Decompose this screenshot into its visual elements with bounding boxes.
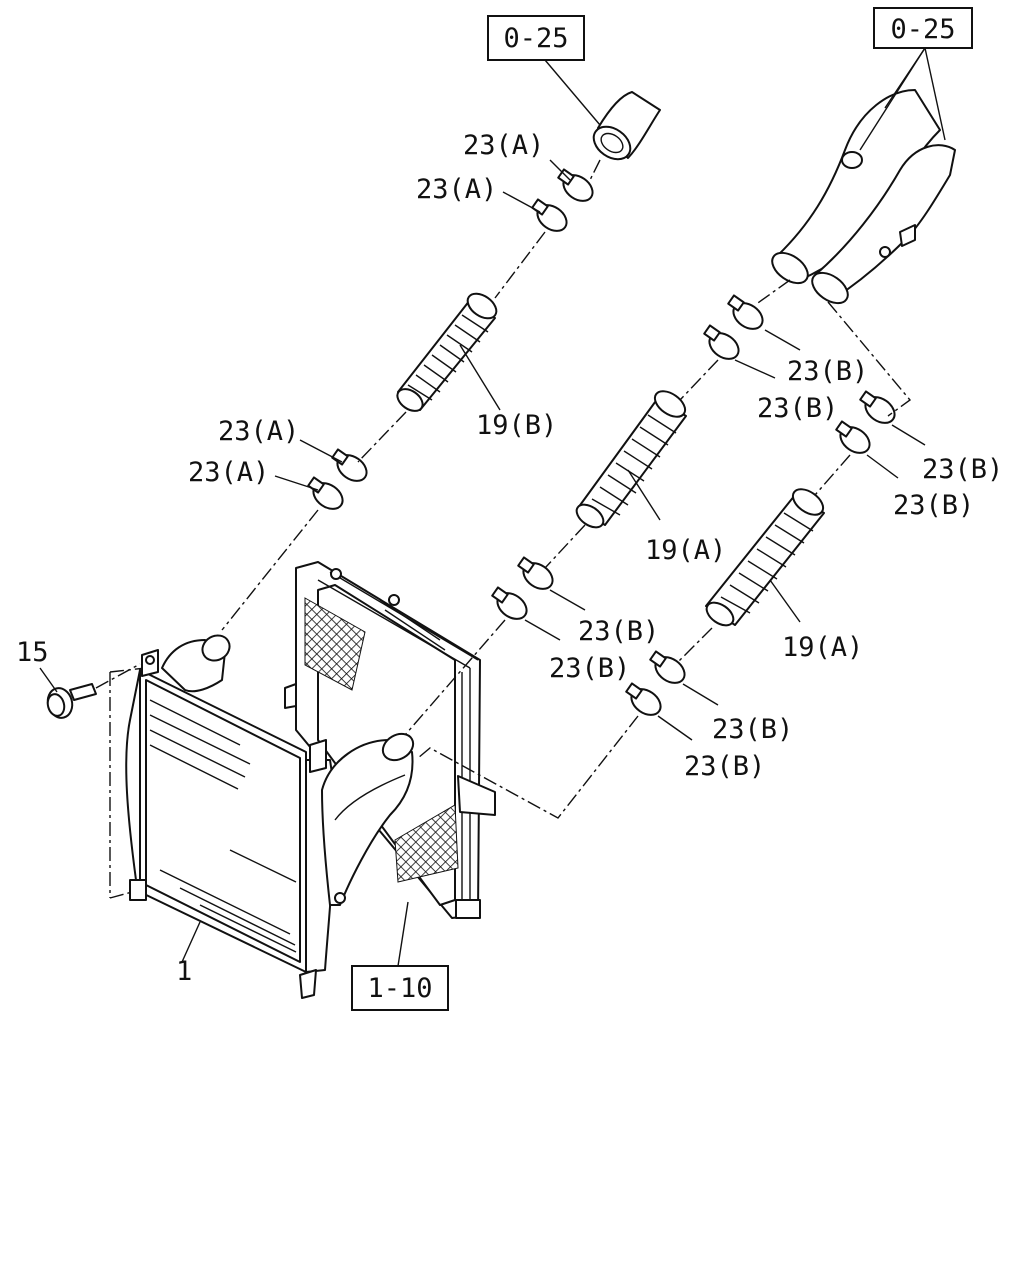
hose-19a-right-ribs [720, 512, 814, 614]
clamp-b4 [835, 420, 871, 454]
clamp-a4 [307, 476, 344, 510]
label-clamp-b6: 23(B) [549, 653, 630, 684]
hose-19b-drawing [396, 292, 498, 412]
part-labels: 23(A) 23(A) 23(A) 23(A) 19(B) 23(B) 23(B… [16, 130, 1003, 987]
ref-box-top-right: 0-25 [873, 7, 973, 49]
label-intercooler-1: 1 [176, 956, 192, 987]
label-clamp-b2: 23(B) [757, 393, 838, 424]
ref-box-top-left: 0-25 [487, 15, 585, 61]
clamp-b3 [859, 390, 896, 424]
clamp-b7 [649, 650, 686, 684]
label-bolt-15: 15 [16, 637, 49, 668]
label-clamp-b1: 23(B) [787, 356, 868, 387]
hose-19a-right-drawing [705, 488, 825, 627]
label-clamp-b7: 23(B) [712, 714, 793, 745]
clamp-b1 [727, 294, 764, 330]
bolt-15-drawing [46, 683, 97, 719]
ref-box-top-left-label: 0-25 [503, 23, 568, 54]
intercooler-drawing [109, 634, 415, 999]
label-clamp-a1: 23(A) [463, 130, 544, 161]
assembly-lines [95, 159, 912, 819]
hose-clamps [307, 168, 896, 716]
label-clamp-b4: 23(B) [893, 490, 974, 521]
label-clamp-a4: 23(A) [188, 457, 269, 488]
label-hose-19a-middle: 19(A) [645, 535, 726, 566]
label-clamp-b8: 23(B) [684, 751, 765, 782]
clamp-b2 [703, 324, 740, 360]
ref-box-bottom: 1-10 [351, 965, 449, 1011]
label-clamp-a2: 23(A) [416, 174, 497, 205]
hose-19b-ribs [407, 314, 489, 401]
label-hose-19a-right: 19(A) [782, 632, 863, 663]
clamp-b5 [517, 556, 554, 590]
clamp-b6 [491, 586, 528, 620]
pipe-stub-drawing [592, 91, 661, 161]
leader-lines [39, 47, 946, 967]
clamp-b8 [625, 682, 662, 716]
label-clamp-b5: 23(B) [578, 616, 659, 647]
core-fins [149, 699, 297, 953]
twin-duct-drawing [771, 89, 956, 305]
ref-box-bottom-label: 1-10 [367, 973, 432, 1004]
label-clamp-b3: 23(B) [922, 454, 1003, 485]
hose-19a-middle-drawing [575, 390, 687, 529]
label-hose-19b: 19(B) [476, 410, 557, 441]
clamp-a1 [557, 168, 594, 202]
label-clamp-a3: 23(A) [218, 416, 299, 447]
ref-box-top-right-label: 0-25 [890, 14, 955, 45]
clamp-a2 [531, 198, 568, 232]
